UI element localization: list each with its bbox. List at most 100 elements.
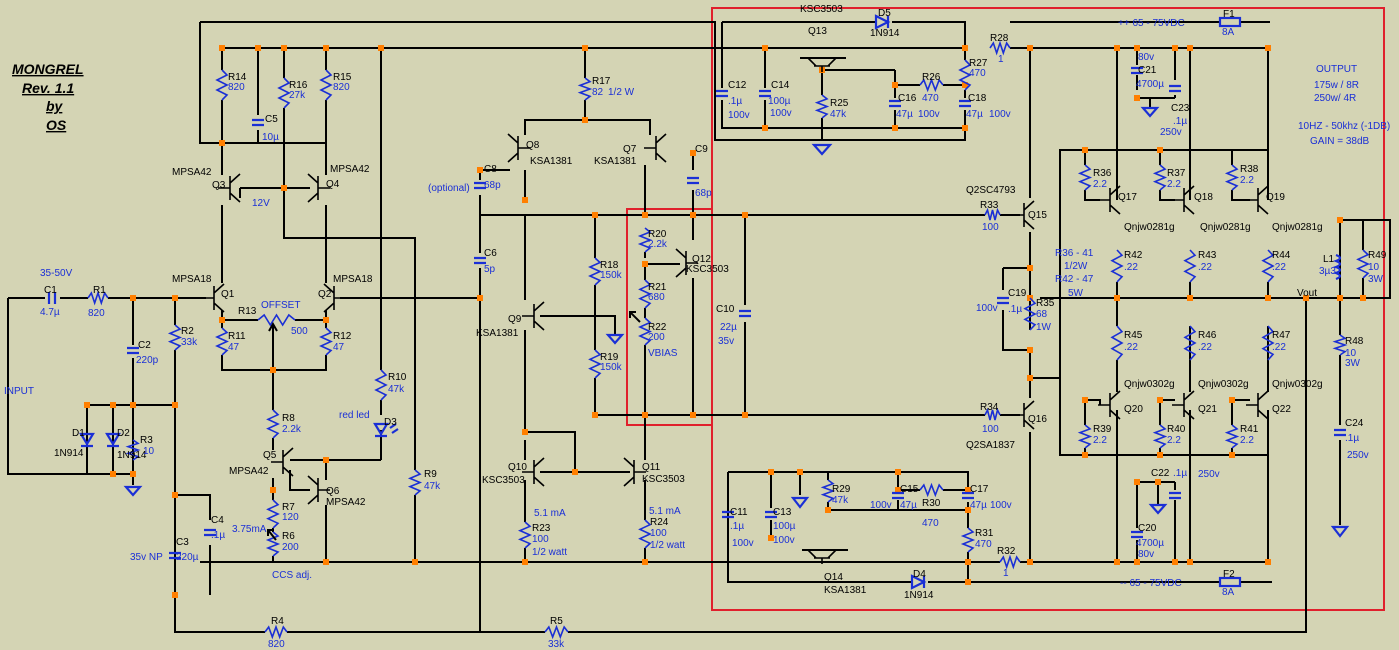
resistor: [984, 407, 1001, 421]
resistor: [266, 499, 280, 529]
component-label: 2.2: [1240, 175, 1254, 186]
component-label: R37: [1167, 168, 1186, 179]
resistor: [1183, 249, 1197, 283]
component-label: Q14: [824, 572, 843, 583]
transistor: [1098, 185, 1121, 215]
component-label: R4: [271, 616, 284, 627]
component-label: 100v: [732, 538, 754, 549]
component-label: 47k: [424, 481, 441, 492]
component-label: 47: [333, 342, 345, 353]
capacitor: [1131, 530, 1143, 539]
component-label: D1: [72, 428, 85, 439]
component-label: 3µ3: [1319, 266, 1336, 277]
resistor: [1183, 325, 1197, 361]
component-label: R24: [650, 517, 669, 528]
component-label: 47k: [832, 495, 849, 506]
capacitor: [474, 181, 486, 190]
resistor: [1110, 325, 1124, 361]
resistor: [215, 69, 229, 101]
component-label: Q21: [1198, 404, 1217, 415]
component-label: 47µ: [970, 500, 987, 511]
diode-d2: [105, 432, 121, 448]
component-label: C9: [695, 144, 708, 155]
resistor: [87, 290, 109, 306]
component-label: 1N914: [870, 28, 900, 39]
junctions: [84, 45, 1366, 598]
component-label: 100v: [918, 109, 940, 120]
component-label: 100v: [989, 109, 1011, 120]
transistor: [307, 475, 330, 505]
component-label: 2.2: [1093, 179, 1107, 190]
component-label: 2.2: [1240, 435, 1254, 446]
res-note4: 5W: [1068, 288, 1084, 299]
component-label: Qnjw0281g: [1200, 222, 1251, 233]
component-label: R27: [969, 58, 988, 69]
component-label: R19: [600, 352, 619, 363]
component-label: R25: [830, 98, 849, 109]
component-label: 1: [1003, 568, 1009, 579]
diode-d4: [910, 574, 927, 590]
component-label: Q16: [1028, 414, 1047, 425]
current-q11: 5.1 mA: [649, 506, 681, 517]
component-label: R39: [1093, 424, 1112, 435]
component-label: C11: [730, 507, 748, 518]
component-label: KSA1381: [594, 156, 637, 167]
component-label: R26: [922, 72, 941, 83]
component-label: C20: [1138, 523, 1157, 534]
component-label: 47k: [388, 384, 405, 395]
component-label: 470: [922, 93, 939, 104]
resistor: [588, 349, 602, 379]
component-label: R32: [997, 546, 1016, 557]
transistor: [623, 457, 646, 487]
led-d3: [373, 422, 399, 438]
component-label: C10: [716, 304, 735, 315]
component-label: 68p: [484, 180, 501, 191]
component-label: 5p: [484, 264, 496, 275]
supply-pos: ++ 65 - 75VDC: [1118, 18, 1185, 29]
gain: GAIN = 38dB: [1310, 136, 1370, 147]
component-label: 150k: [600, 270, 623, 281]
resistor: [125, 439, 141, 461]
component-label: 3W: [1368, 274, 1384, 285]
component-label: 250v: [1198, 469, 1220, 480]
resistor: [958, 59, 972, 91]
component-label: 2.2k: [648, 239, 668, 250]
component-label: D3: [384, 417, 397, 428]
component-label: C5: [265, 114, 278, 125]
component-label: 2.2: [1167, 179, 1181, 190]
component-label: Qnjw0302g: [1124, 379, 1175, 390]
diode-d5: [874, 14, 891, 30]
component-label: 47: [228, 342, 240, 353]
component-label: R35: [1036, 298, 1055, 309]
component-label: L1: [1323, 254, 1335, 265]
resistor: [919, 482, 944, 498]
output-8r: 175w / 8R: [1314, 80, 1359, 91]
component-label: R31: [975, 528, 994, 539]
component-label: C21: [1138, 65, 1157, 76]
component-label: 100v: [770, 108, 792, 119]
component-label: C14: [771, 80, 790, 91]
component-label: R43: [1198, 250, 1217, 261]
resistor: [1224, 424, 1240, 449]
component-label: MPSA18: [172, 274, 212, 285]
component-label: R38: [1240, 164, 1259, 175]
component-label: .22: [1198, 262, 1212, 273]
capacitor: [889, 99, 901, 108]
resistor: [319, 69, 333, 101]
component-label: .1µ: [1173, 468, 1187, 479]
component-label: R16: [289, 80, 308, 91]
capacitor: [169, 551, 181, 560]
component-label: Q15: [1028, 210, 1047, 221]
component-label: 220p: [136, 355, 159, 366]
component-label: Qnjw0302g: [1272, 379, 1323, 390]
component-label: .22: [1272, 262, 1286, 273]
component-label: C16: [898, 93, 917, 104]
component-label: 10: [1368, 262, 1380, 273]
transistor: [307, 173, 330, 203]
resistor: [1152, 164, 1168, 191]
capacitor: [962, 491, 974, 500]
component-label: C13: [773, 507, 792, 518]
component-label: R13: [238, 306, 257, 317]
